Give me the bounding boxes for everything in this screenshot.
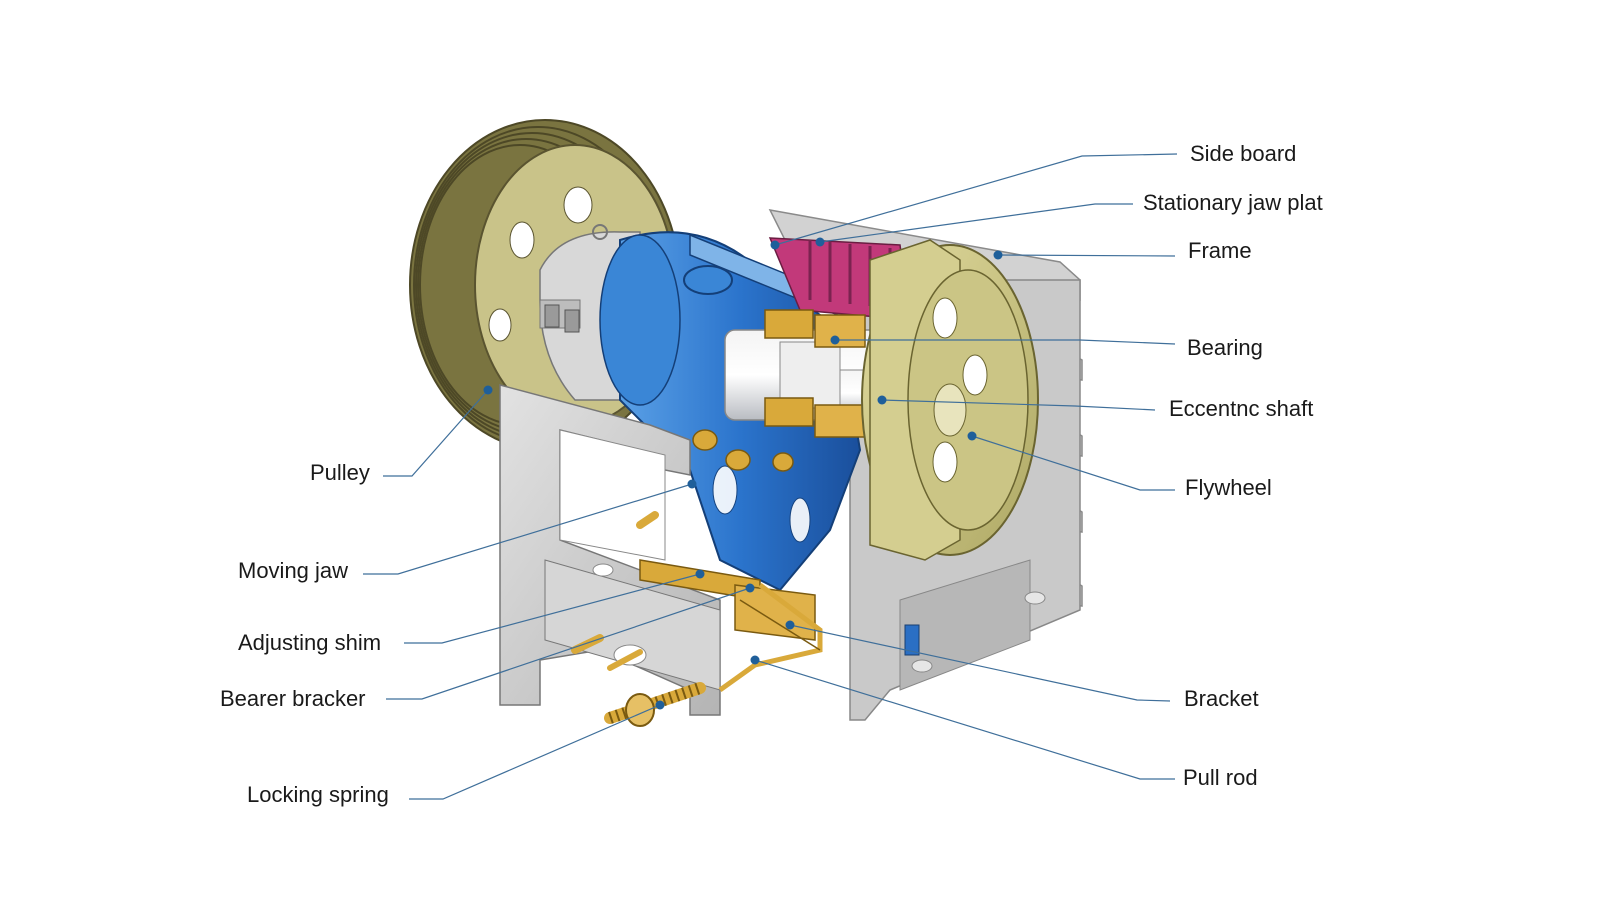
leader-lines xyxy=(363,153,1178,800)
label-bearing: Bearing xyxy=(1187,335,1263,360)
label-flywheel: Flywheel xyxy=(1185,475,1272,500)
label-bracket: Bracket xyxy=(1184,686,1259,711)
bearing-rings xyxy=(764,309,866,438)
dot-stationary-jaw-plat xyxy=(815,237,825,247)
label-moving-jaw: Moving jaw xyxy=(238,558,349,583)
dot-bracket xyxy=(785,620,795,630)
dot-adjusting-shim xyxy=(695,569,705,579)
label-pulley: Pulley xyxy=(310,460,370,485)
leader-pull-rod xyxy=(754,659,1175,780)
leader-bearing xyxy=(835,339,1176,345)
leader-stationary-jaw-plat xyxy=(819,203,1133,243)
dot-moving-jaw xyxy=(687,479,697,489)
leader-pulley xyxy=(383,389,489,477)
label-frame: Frame xyxy=(1188,238,1252,263)
dot-bearer-bracker xyxy=(745,583,755,593)
dot-frame xyxy=(993,250,1003,260)
dot-bearing xyxy=(830,335,840,345)
dot-pulley xyxy=(483,385,493,395)
leader-bracket xyxy=(789,624,1171,702)
leader-locking-spring xyxy=(409,704,661,800)
leader-side-board xyxy=(774,153,1178,246)
label-adjusting-shim: Adjusting shim xyxy=(238,630,382,655)
leader-eccentnc-shaft xyxy=(881,399,1156,411)
label-locking-spring: Locking spring xyxy=(247,782,389,807)
leader-flywheel xyxy=(971,435,1175,491)
adjusting-mechanism xyxy=(639,559,823,693)
leader-frame xyxy=(997,254,1176,257)
flywheel xyxy=(861,239,1039,561)
leader-bearer-bracker xyxy=(386,587,751,700)
label-side-board: Side board xyxy=(1190,141,1297,166)
leader-adjusting-shim xyxy=(404,573,701,644)
leader-moving-jaw xyxy=(363,483,693,575)
dot-eccentnc-shaft xyxy=(877,395,887,405)
dot-flywheel xyxy=(967,431,977,441)
label-eccentnc-shaft: Eccentnc shaft xyxy=(1169,396,1314,421)
label-stationary-jaw-plat: Stationary jaw plat xyxy=(1143,190,1323,215)
leader-dots xyxy=(483,237,1003,710)
label-pull-rod: Pull rod xyxy=(1183,765,1258,790)
dot-pull-rod xyxy=(750,655,760,665)
dot-side-board xyxy=(770,240,780,250)
label-bearer-bracker: Bearer bracker xyxy=(220,686,366,711)
dot-locking-spring xyxy=(655,700,665,710)
